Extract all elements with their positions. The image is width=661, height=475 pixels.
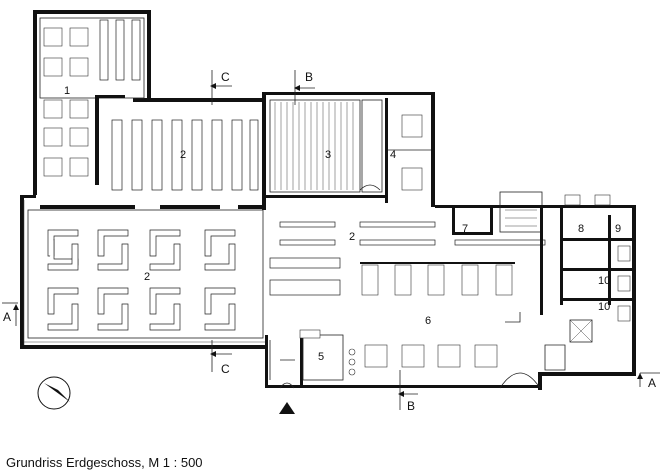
room-label-9: 9 <box>615 223 621 235</box>
room-4-workroom <box>388 114 431 191</box>
section-b-top-label: B <box>305 70 313 84</box>
room-2-right-shelves <box>269 221 546 296</box>
section-c-top-label: C <box>221 70 230 84</box>
plan-caption: Grundriss Erdgeschoss, M 1 : 500 <box>6 455 203 470</box>
room-label-2-right: 2 <box>349 231 355 243</box>
section-c-bottom-label: C <box>221 362 230 376</box>
room-1-tables <box>39 17 145 185</box>
section-b-bottom-label: B <box>407 399 415 413</box>
room-label-6: 6 <box>425 315 431 327</box>
section-markers: A A B B C C <box>2 70 660 413</box>
service-rooms <box>452 191 635 371</box>
room-5-cafe <box>269 329 356 381</box>
exterior-walls <box>20 10 636 390</box>
room-6-carrels <box>360 262 541 389</box>
room-2-shelves-upper <box>40 119 262 209</box>
room-3-auditorium <box>266 99 386 198</box>
room-label-7: 7 <box>462 223 468 235</box>
room-label-3: 3 <box>325 149 331 161</box>
room-label-4: 4 <box>390 149 396 161</box>
room-label-5: 5 <box>318 351 324 363</box>
room-2-l-shelves <box>47 229 236 331</box>
room-label-2-upper: 2 <box>180 149 186 161</box>
room-labels: 1 2 3 4 2 2 5 6 7 8 9 10 10 <box>64 85 621 363</box>
room-label-10-upper: 10 <box>598 275 610 287</box>
room-label-1: 1 <box>64 85 70 97</box>
facade-inner-lines <box>23 200 265 345</box>
section-a-right-label: A <box>648 376 656 390</box>
section-a-left-label: A <box>3 310 11 324</box>
north-arrow-icon <box>37 376 71 410</box>
entrance-triangle-icon <box>279 382 295 414</box>
room-label-2-hall: 2 <box>144 271 150 283</box>
room-label-10-lower: 10 <box>598 301 610 313</box>
room-label-8: 8 <box>578 223 584 235</box>
